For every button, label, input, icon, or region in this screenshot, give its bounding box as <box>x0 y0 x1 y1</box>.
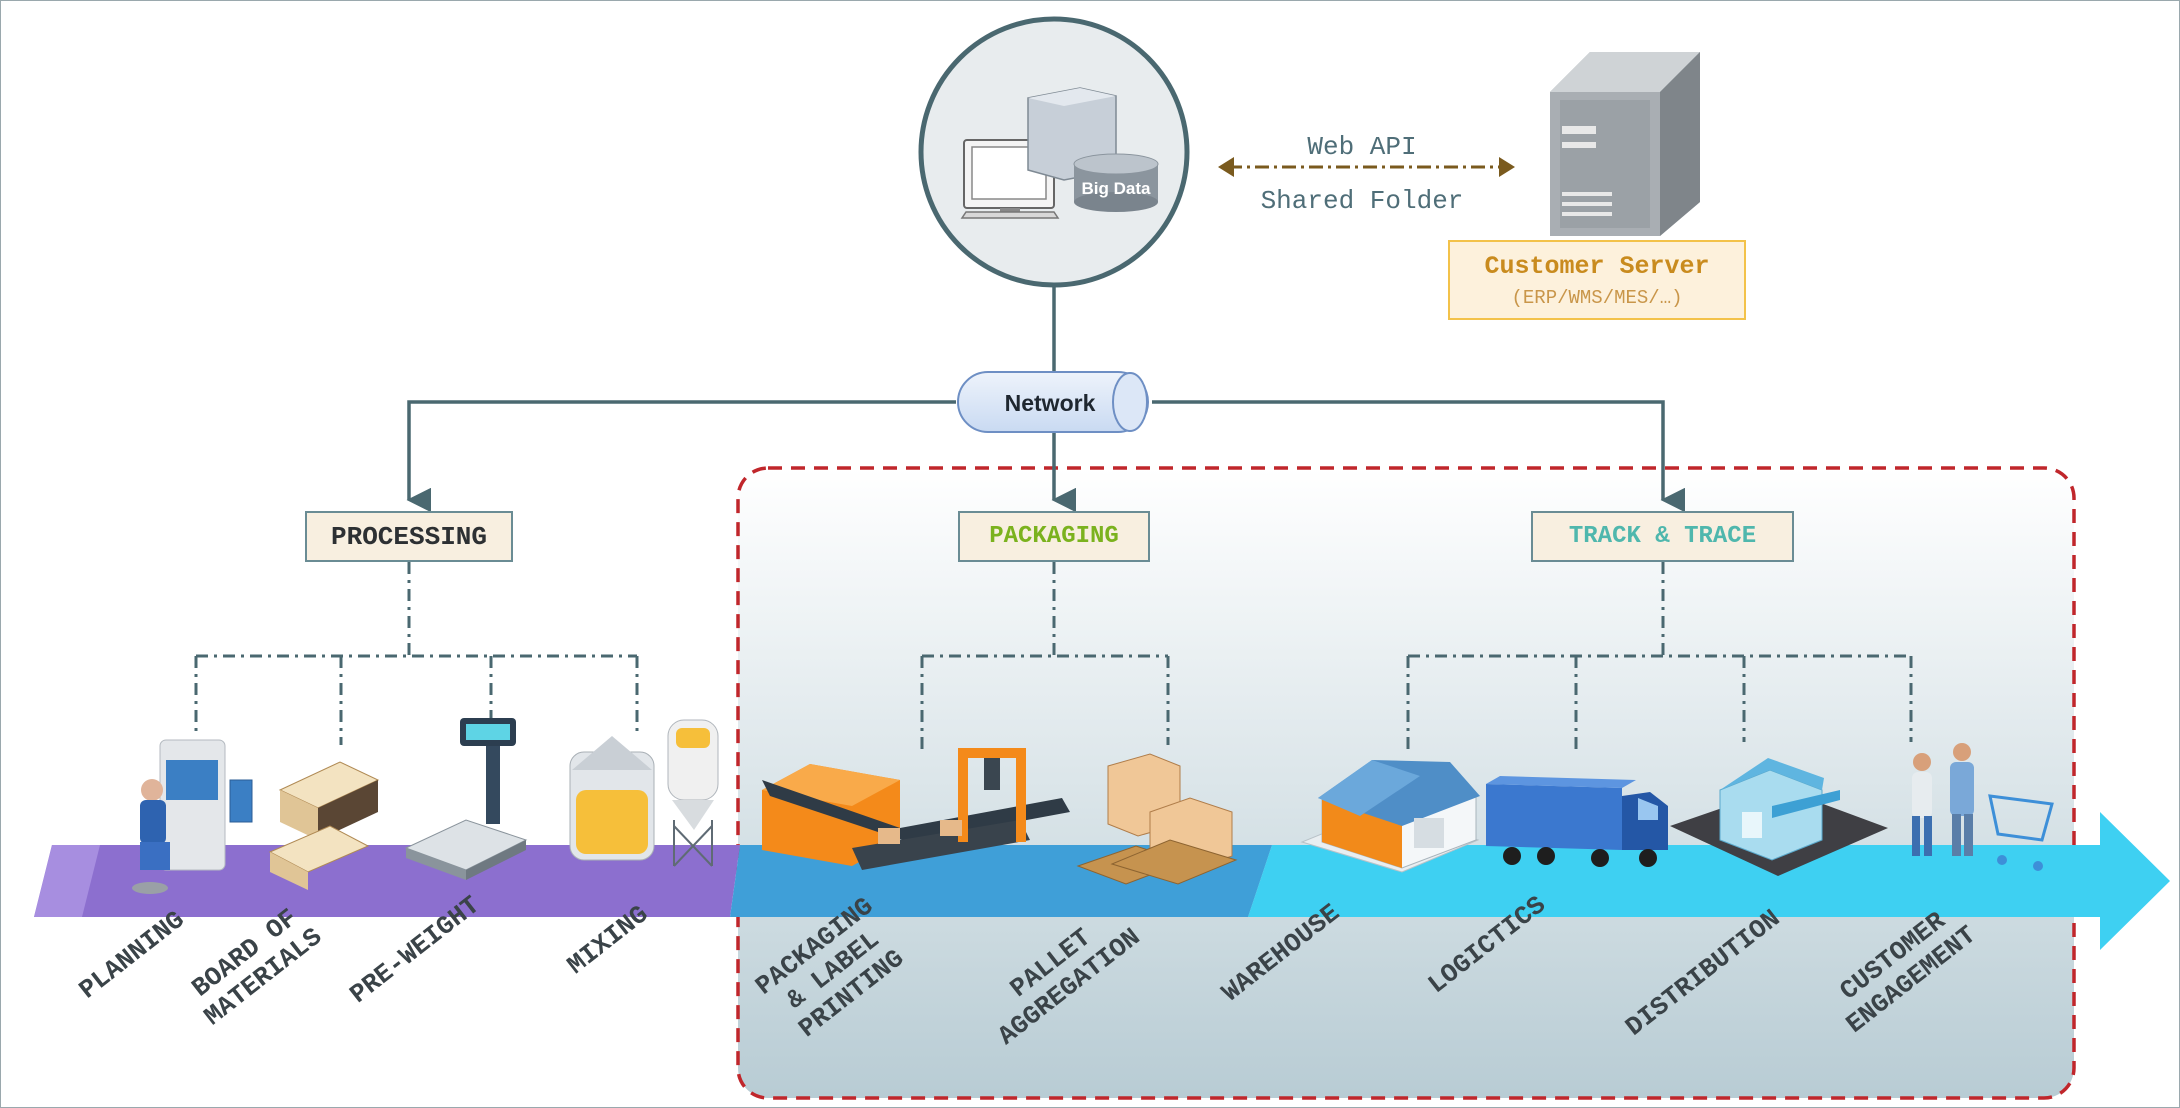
web-api-connector <box>1218 157 1515 177</box>
customer-server-title: Customer Server <box>1484 251 1710 281</box>
big-data-label: Big Data <box>1082 179 1152 198</box>
mixing-icon <box>569 719 719 867</box>
warehouse-icon <box>1300 760 1480 873</box>
planning-icon <box>132 739 253 894</box>
customer-server-subtitle: (ERP/WMS/MES/…) <box>1511 286 1683 309</box>
pallet-icon <box>1076 753 1238 885</box>
branch-lines <box>194 562 1913 752</box>
packaging-machine-icon <box>762 748 1070 870</box>
network-cylinder: Network <box>957 371 1149 433</box>
web-api-label: Web API <box>1307 132 1416 162</box>
customer-server-icon <box>1550 52 1700 236</box>
board-of-materials-icon <box>268 761 380 890</box>
customers-icon <box>1912 743 2054 871</box>
distribution-store-icon <box>1670 758 1888 876</box>
customer-server-box: Customer Server (ERP/WMS/MES/…) <box>1448 240 1746 320</box>
packaging-box: PACKAGING <box>958 511 1150 562</box>
network-lines <box>406 287 1686 513</box>
pre-weight-icon <box>404 718 528 880</box>
track-trace-box: TRACK & TRACE <box>1531 511 1794 562</box>
processing-box: PROCESSING <box>305 511 513 562</box>
network-label: Network <box>1005 390 1096 416</box>
shared-folder-label: Shared Folder <box>1261 186 1464 216</box>
truck-icon <box>1486 776 1668 867</box>
big-data-cylinder-icon: Big Data <box>1073 153 1159 212</box>
